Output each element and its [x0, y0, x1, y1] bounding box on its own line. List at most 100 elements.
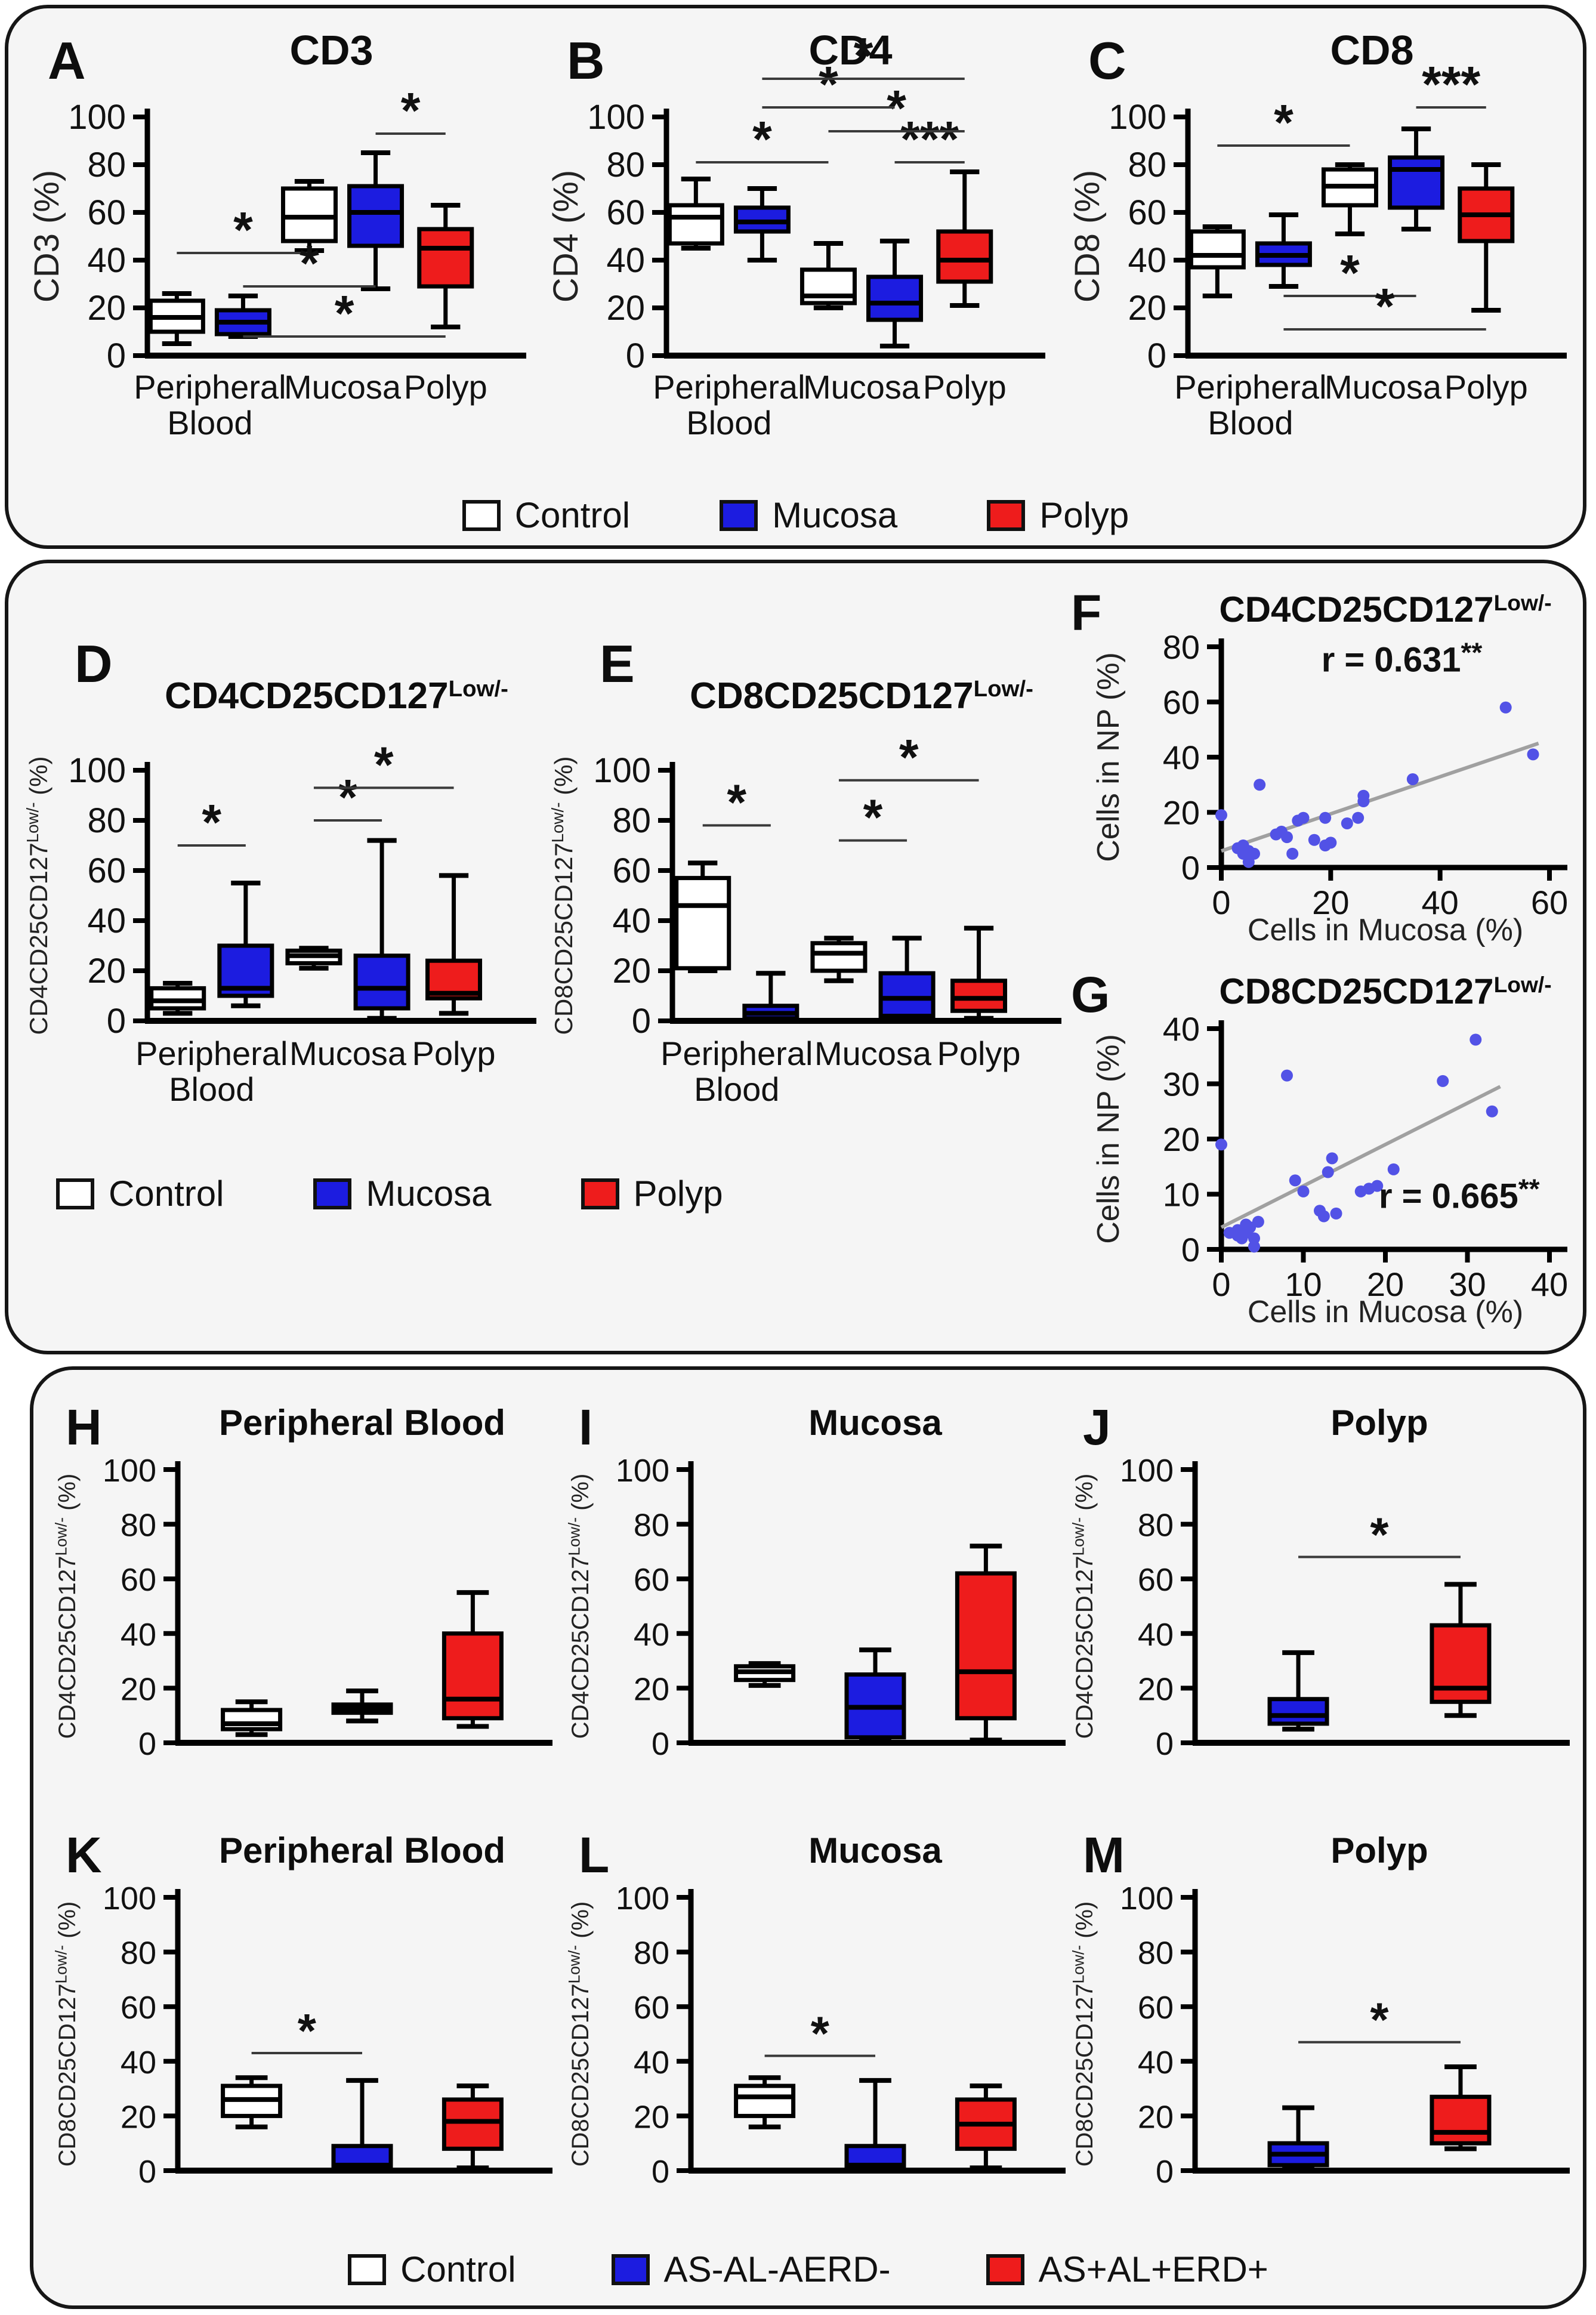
svg-text:Mucosa: Mucosa	[814, 1035, 932, 1072]
svg-text:30: 30	[1163, 1066, 1200, 1103]
svg-text:L: L	[579, 1827, 609, 1883]
svg-text:20: 20	[1312, 884, 1349, 921]
legend-item: Polyp	[581, 1173, 723, 1214]
svg-text:E: E	[600, 634, 635, 693]
svg-text:CD8: CD8	[1330, 27, 1413, 73]
svg-text:CD8CD25CD127Low/- (%): CD8CD25CD127Low/- (%)	[566, 1902, 594, 2167]
svg-text:0: 0	[1181, 1231, 1200, 1268]
svg-text:20: 20	[1163, 794, 1200, 832]
svg-text:100: 100	[103, 1453, 156, 1489]
svg-text:0: 0	[1156, 1726, 1174, 1762]
legend-swatch-red	[581, 1178, 619, 1209]
svg-text:60: 60	[87, 193, 126, 232]
svg-text:40: 40	[606, 241, 645, 280]
svg-text:Polyp: Polyp	[1330, 1403, 1428, 1443]
legend-swatch-control	[56, 1178, 94, 1209]
svg-text:100: 100	[616, 1453, 669, 1489]
svg-text:CD4: CD4	[808, 27, 892, 73]
svg-text:CD4 (%): CD4 (%)	[547, 170, 585, 303]
svg-text:60: 60	[121, 1562, 156, 1598]
svg-text:Mucosa: Mucosa	[1325, 368, 1442, 406]
svg-text:r = 0.665**: r = 0.665**	[1379, 1174, 1540, 1216]
legend-item: Control	[462, 495, 630, 536]
legend-swatch-control	[462, 499, 501, 531]
svg-text:Cells in NP (%): Cells in NP (%)	[1091, 652, 1126, 862]
svg-text:*: *	[233, 202, 253, 258]
svg-text:20: 20	[1163, 1121, 1200, 1158]
svg-text:60: 60	[121, 1990, 156, 2026]
svg-text:100: 100	[593, 751, 651, 790]
svg-text:I: I	[579, 1399, 592, 1455]
legend-swatch-control	[348, 2254, 387, 2285]
svg-text:D: D	[75, 634, 113, 693]
svg-text:0: 0	[107, 337, 126, 375]
svg-text:80: 80	[634, 1936, 669, 1971]
svg-text:100: 100	[68, 751, 126, 790]
svg-text:K: K	[66, 1827, 102, 1883]
svg-text:20: 20	[1128, 289, 1166, 328]
svg-text:Cells in NP (%): Cells in NP (%)	[1091, 1034, 1126, 1244]
svg-text:G: G	[1071, 967, 1110, 1023]
svg-text:H: H	[66, 1399, 102, 1455]
svg-text:80: 80	[87, 146, 126, 184]
svg-text:r = 0.631**: r = 0.631**	[1322, 637, 1483, 680]
svg-text:*: *	[854, 27, 873, 84]
svg-text:Polyp: Polyp	[1330, 1831, 1428, 1870]
svg-text:80: 80	[1138, 1508, 1174, 1544]
legend-label: Control	[109, 1174, 224, 1214]
legend-item: AS-AL-AERD-	[611, 2249, 891, 2290]
svg-text:20: 20	[87, 289, 126, 328]
svg-text:60: 60	[1163, 684, 1200, 721]
svg-text:CD4CD25CD127Low/-: CD4CD25CD127Low/-	[165, 675, 508, 717]
svg-text:Peripheral Blood: Peripheral Blood	[219, 1403, 505, 1443]
svg-text:CD4CD25CD127Low/- (%): CD4CD25CD127Low/- (%)	[1070, 1474, 1098, 1739]
svg-text:40: 40	[87, 902, 126, 940]
svg-text:100: 100	[1120, 1453, 1174, 1489]
svg-text:60: 60	[1138, 1990, 1174, 2026]
svg-text:40: 40	[1163, 739, 1200, 776]
svg-text:100: 100	[1120, 1881, 1174, 1916]
legend-item: Mucosa	[313, 1173, 492, 1214]
svg-text:Mucosa: Mucosa	[808, 1403, 942, 1443]
svg-text:M: M	[1083, 1827, 1125, 1883]
svg-text:*: *	[298, 2004, 317, 2057]
svg-text:*: *	[335, 285, 354, 341]
svg-text:0: 0	[1212, 884, 1230, 921]
legend-item: Polyp	[987, 495, 1129, 536]
svg-text:*: *	[300, 235, 319, 291]
svg-text:CD8CD25CD127Low/- (%): CD8CD25CD127Low/- (%)	[1070, 1902, 1098, 2167]
svg-text:Peripheral: Peripheral	[135, 1035, 288, 1072]
svg-text:Cells in Mucosa (%): Cells in Mucosa (%)	[1248, 913, 1523, 947]
legend-label: Mucosa	[366, 1174, 492, 1214]
svg-text:Mucosa: Mucosa	[803, 368, 921, 406]
svg-text:*: *	[1375, 278, 1395, 334]
svg-text:***: ***	[900, 111, 959, 167]
svg-text:Peripheral: Peripheral	[1174, 368, 1326, 406]
legend-label: Mucosa	[772, 495, 898, 535]
svg-text:CD8CD25CD127Low/-: CD8CD25CD127Low/-	[1219, 971, 1551, 1011]
svg-text:40: 40	[121, 2045, 156, 2081]
svg-text:Peripheral: Peripheral	[660, 1035, 813, 1072]
svg-text:CD8 (%): CD8 (%)	[1068, 170, 1107, 303]
svg-text:0: 0	[1181, 849, 1200, 887]
svg-text:60: 60	[1531, 884, 1568, 921]
svg-text:100: 100	[103, 1881, 156, 1916]
legend-swatch-blue	[313, 1178, 352, 1209]
legend-label: AS+AL+ERD+	[1038, 2249, 1268, 2289]
svg-text:CD4CD25CD127Low/- (%): CD4CD25CD127Low/- (%)	[53, 1474, 81, 1739]
svg-text:Blood: Blood	[167, 404, 252, 442]
svg-text:B: B	[567, 31, 605, 90]
svg-text:*: *	[374, 736, 394, 792]
svg-text:Peripheral Blood: Peripheral Blood	[219, 1831, 505, 1870]
svg-text:CD4CD25CD127Low/-: CD4CD25CD127Low/-	[1219, 589, 1551, 629]
svg-text:80: 80	[87, 801, 126, 840]
